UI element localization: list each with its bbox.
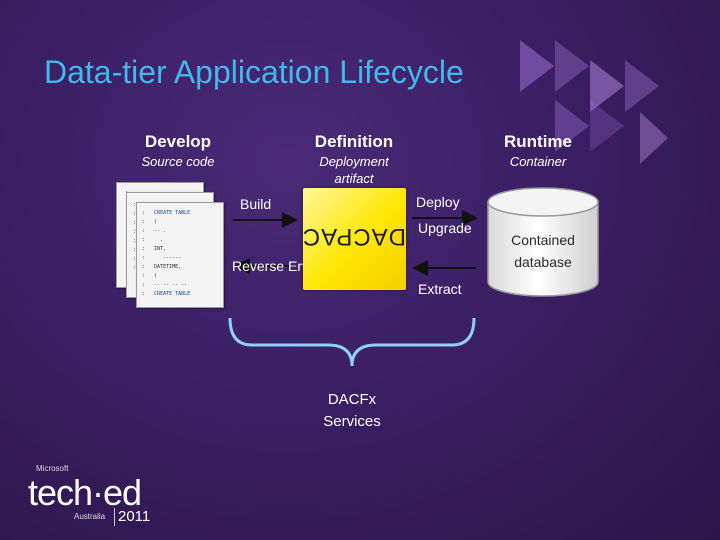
dacpac-label: DACPAC bbox=[301, 223, 406, 250]
branding-divider bbox=[114, 508, 115, 526]
upgrade-label: Upgrade bbox=[418, 220, 472, 236]
teched-year: 2011 bbox=[118, 508, 151, 525]
slide-title: Data-tier Application Lifecycle bbox=[44, 54, 464, 90]
extract-label: Extract bbox=[418, 281, 462, 297]
develop-subtitle: Source code bbox=[141, 154, 215, 169]
contained-database-label: Contained database bbox=[511, 232, 575, 270]
runtime-heading: Runtime bbox=[504, 132, 572, 151]
microsoft-wordmark: Microsoft bbox=[36, 464, 69, 473]
teched-location: Australia bbox=[74, 512, 106, 521]
source-document-front: : CREATE TABLE : ( : -- . : , : INT, : -… bbox=[136, 202, 224, 308]
database-cylinder-icon bbox=[487, 187, 599, 297]
definition-subtitle: Deployment artifact bbox=[319, 154, 389, 186]
runtime-subtitle: Container bbox=[509, 154, 567, 169]
teched-logo: tech·ed bbox=[28, 472, 142, 513]
definition-heading: Definition bbox=[314, 132, 394, 151]
dacfx-services-label: DACFx Services bbox=[323, 391, 381, 430]
deploy-label: Deploy bbox=[416, 194, 460, 210]
develop-heading: Develop bbox=[144, 132, 212, 151]
services-brace bbox=[228, 317, 476, 367]
dacpac-artifact: DACPAC bbox=[301, 188, 406, 290]
build-label: Build bbox=[240, 196, 272, 212]
reverse-engineer-label: Reverse Engineer bbox=[232, 258, 345, 274]
